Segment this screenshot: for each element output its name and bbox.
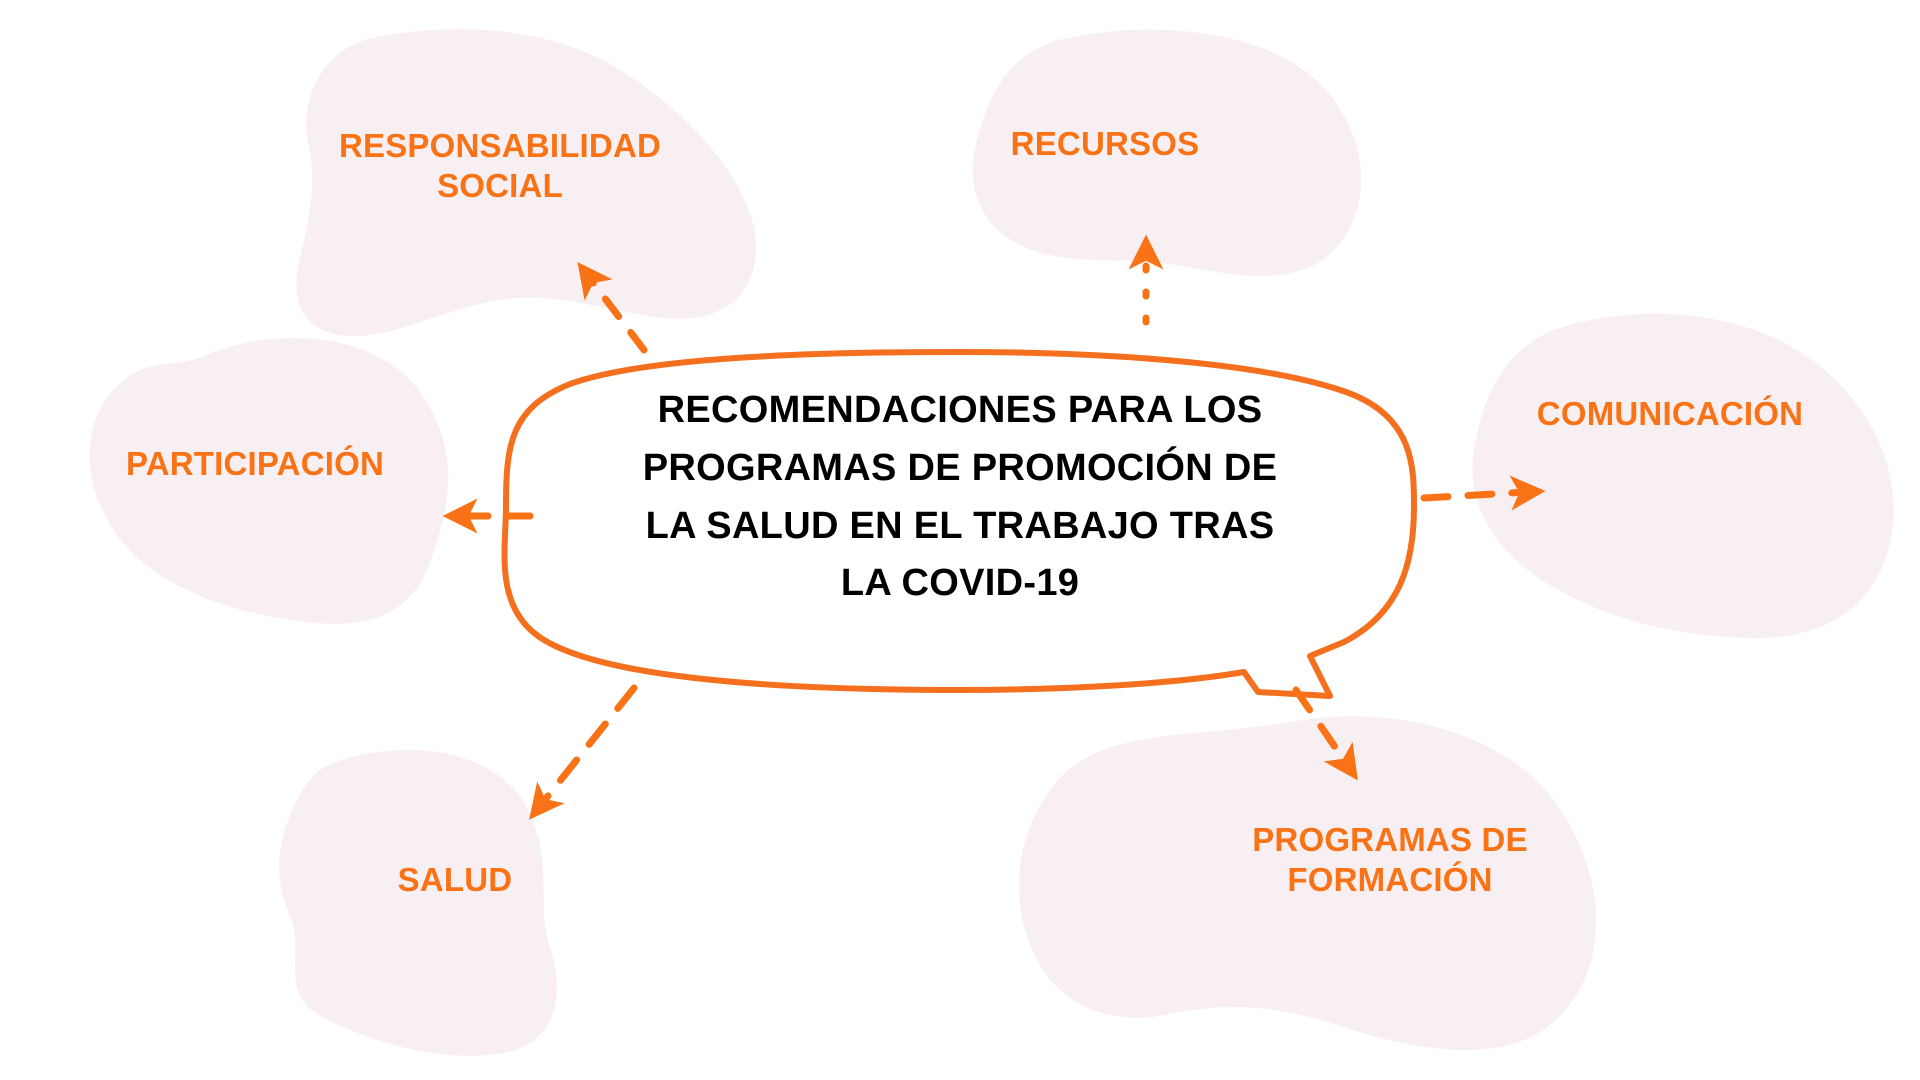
speech-bubble-outline <box>501 349 1417 699</box>
node-label-recursos[interactable]: RECURSOS <box>1010 125 1200 162</box>
blob-recursos <box>972 29 1362 276</box>
arrow-to-salud <box>529 684 638 820</box>
arrow-to-comunicacion <box>1420 475 1546 511</box>
arrow-layer <box>442 234 1546 820</box>
blob-comunicacion <box>1472 313 1894 639</box>
arrow-to-responsabilidad-social <box>577 262 648 354</box>
arrow-to-programas-de-formacion <box>1292 686 1358 781</box>
blob-responsabilidad-social <box>296 29 757 337</box>
node-label-comunicacion[interactable]: COMUNICACIÓN <box>1536 395 1804 432</box>
blob-participacion <box>89 338 449 624</box>
node-label-salud[interactable]: SALUD <box>397 861 513 898</box>
node-label-participacion[interactable]: PARTICIPACIÓN <box>125 445 385 482</box>
center-bubble-text: RECOMENDACIONES PARA LOS PROGRAMAS DE PR… <box>642 389 1278 605</box>
node-label-responsabilidad-social[interactable]: RESPONSABILIDAD SOCIAL <box>338 127 662 205</box>
center-speech-bubble <box>501 349 1417 699</box>
blob-salud <box>279 749 557 1056</box>
blob-programas-de-formacion <box>1018 716 1597 1051</box>
blob-layer <box>89 29 1894 1056</box>
node-label-programas-de-formacion[interactable]: PROGRAMAS DE FORMACIÓN <box>1252 821 1528 899</box>
